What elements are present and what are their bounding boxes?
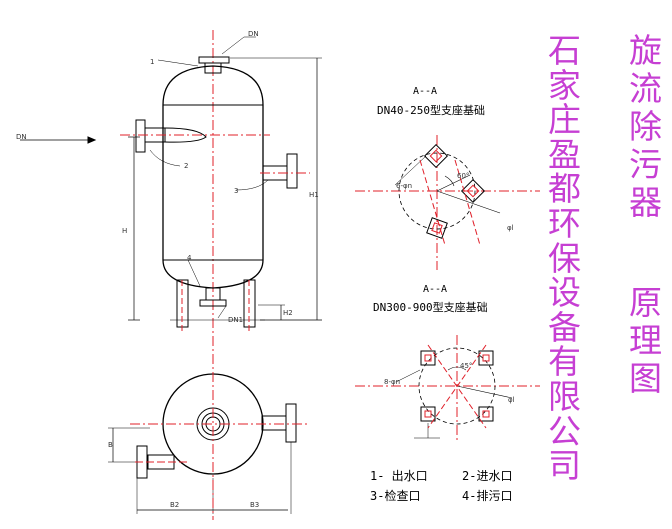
legend-item-inspection: 3-检查口 [370,488,420,503]
part-2-label: 2 [184,162,188,170]
section-a-caption: DN40-250型支座基础 [377,103,485,117]
h-dim-label: H [122,227,127,235]
company-name-vertical-char: 石 [548,31,581,70]
company-name-vertical-char: 庄 [548,100,581,140]
diagram-title-line1-char: 旋 [629,31,662,70]
section-b-mark: A--A [423,284,447,295]
diagram-title-line2-char: 原 [629,283,662,322]
part-3-label: 3 [234,187,238,195]
diagram-title-line2-char: 图 [629,359,662,398]
part-1-label: 1 [150,58,154,66]
diagram-title-line1: 旋流除污器 [629,34,662,224]
company-name-vertical-char: 限 [548,376,581,416]
section-b-dim-label: φl [508,396,515,404]
company-name-vertical-char: 保 [548,238,581,278]
diagram-title-line1-char: 除 [629,107,662,146]
company-name-vertical-char: 备 [548,307,581,347]
section-a-dim-label: φl [507,224,514,232]
legend-item-drain: 4-排污口 [462,489,512,503]
diagram-title-line2: 原理图 [629,286,662,400]
company-name-vertical-char: 盈 [548,134,581,174]
inlet-dn-label: DN [16,133,27,141]
legend-item-inlet: 2-进水口 [462,469,512,483]
b3-dim-label: B3 [250,501,259,509]
h2-dim-label: H2 [283,309,293,317]
company-name-vertical-char: 环 [548,203,581,243]
section-b-hole-label: 8-φn [384,378,400,386]
bottom-dn-label: DN1 [228,316,243,324]
company-name-vertical-char: 家 [548,65,581,105]
diagram-title-line1-char: 污 [629,145,662,184]
diagram-title-line2-char: 理 [629,321,662,360]
section-a-mark: A--A [413,86,437,97]
company-name-vertical-char: 公 [548,411,581,451]
company-name-vertical-char: 设 [548,273,581,313]
vessel-plan [108,373,297,514]
section-b-foundation [355,335,540,440]
company-name-vertical-char: 有 [548,342,581,382]
diagram-title-line1-char: 流 [629,69,662,108]
legend: 1- 出水口 2-进水口 3-检查口 4-排污口 [370,469,512,503]
part-4-label: 4 [187,254,192,262]
diagram-title-line1-char: 器 [629,183,662,222]
company-name-vertical-char: 都 [548,169,581,209]
section-a-foundation [355,135,540,270]
vessel-elevation [20,30,322,380]
section-b-caption: DN300-900型支座基础 [373,300,488,314]
company-name-vertical: 石家庄盈都环保设备有限公司 [548,34,581,484]
section-b-angle-label: 45° [460,362,472,370]
section-a-angle-label: 60° [457,172,469,180]
h1-dim-label: H1 [309,191,319,199]
top-dn-label: DN [248,30,259,38]
legend-item-outlet: 1- 出水口 [370,469,428,483]
company-name-vertical-char: 司 [548,446,581,486]
b-dim-label: B [108,441,113,449]
b2-dim-label: B2 [170,501,179,509]
section-a-hole-label: 6-φn [396,182,412,190]
